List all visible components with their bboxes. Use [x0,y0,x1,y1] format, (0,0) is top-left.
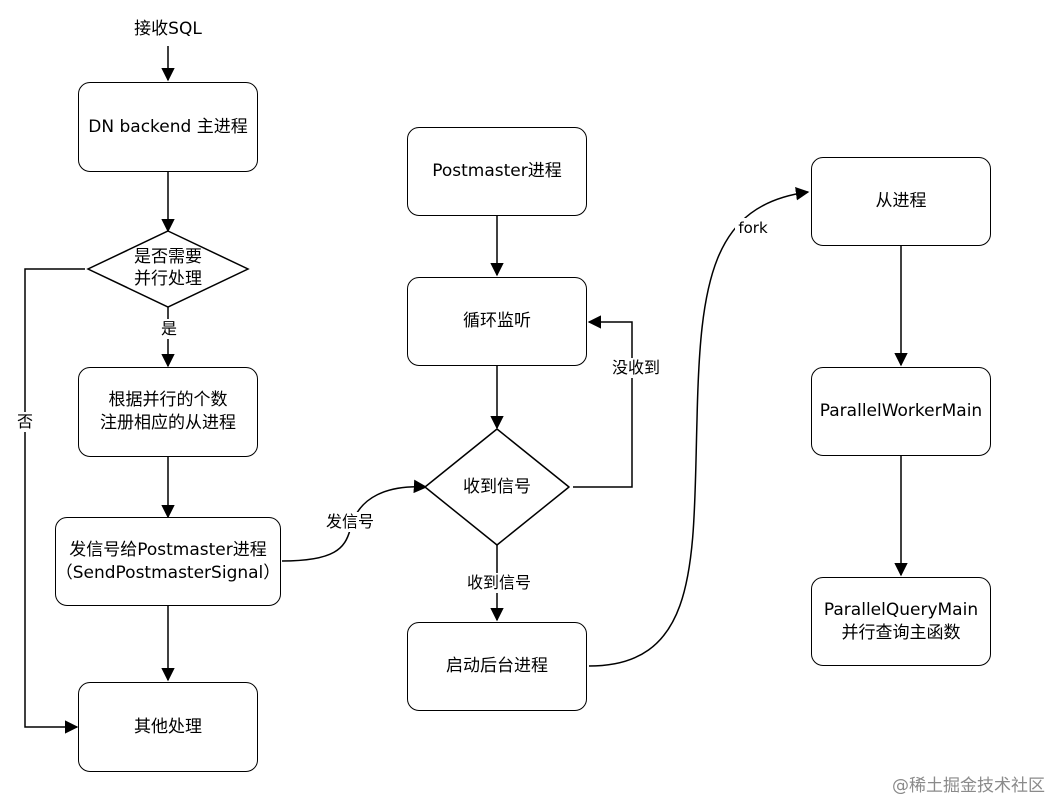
edge-label-fork: fork [735,218,771,238]
watermark: @稀土掘金技术社区 [892,776,1045,796]
start-bg-node: 启动后台进程 [407,622,587,711]
edge-fork [588,186,810,667]
start-label: 接收SQL [134,19,202,39]
decision-parallel-shape [86,230,250,308]
parallel-worker-main-node: ParallelWorkerMain [811,367,991,456]
edge-label-not-received: 没收到 [608,358,664,378]
loop-listen-node: 循环监听 [407,277,587,366]
decision-parallel-label: 是否需要 并行处理 [134,247,202,289]
other-processing-node: 其他处理 [78,682,258,772]
edge-label-send-signal: 发信号 [320,512,380,532]
decision-signal-shape [424,428,570,546]
send-signal-node: 发信号给Postmaster进程 （SendPostmasterSignal） [55,517,281,606]
edge-label-received: 收到信号 [463,573,535,593]
worker-node: 从进程 [811,157,991,246]
register-workers-node: 根据并行的个数 注册相应的从进程 [78,367,258,457]
dn-backend-node: DN backend 主进程 [78,82,258,172]
edge-not-received [573,315,633,488]
edge-decision-no [24,268,85,734]
decision-signal-label: 收到信号 [463,477,531,497]
parallel-query-main-node: ParallelQueryMain 并行查询主函数 [811,577,991,666]
edge-label-yes: 是 [158,319,180,339]
edge-label-no: 否 [14,412,36,432]
postmaster-node: Postmaster进程 [407,127,587,216]
